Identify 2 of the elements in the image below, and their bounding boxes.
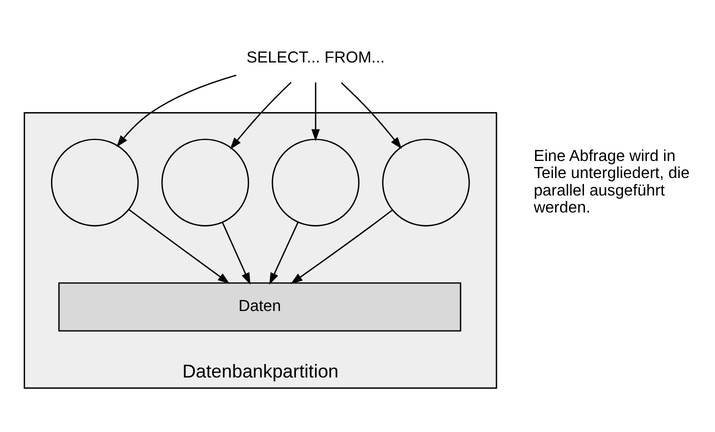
label: Eine Abfrage wird in Teile untergliedert, die parallel ausgeführt werden. <box>534 147 690 216</box>
node-text: SELECT... FROM... <box>246 48 385 66</box>
